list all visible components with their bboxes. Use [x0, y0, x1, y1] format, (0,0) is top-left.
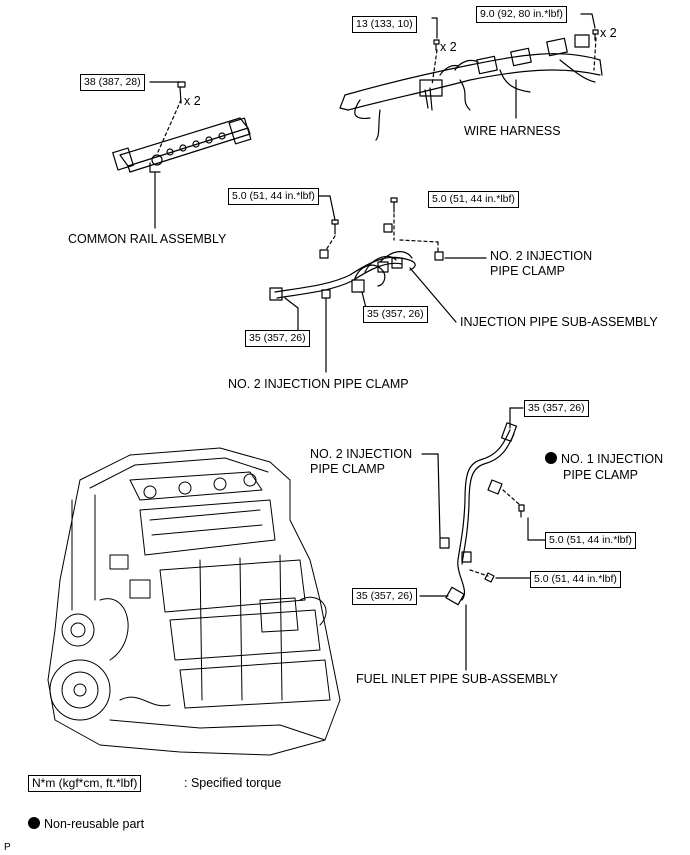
multiplier-wire-harness-a: x 2	[440, 40, 457, 54]
non-reusable-dot-icon	[545, 452, 557, 464]
torque-spec-fuel-inlet-bottom: 35 (357, 26)	[352, 588, 417, 605]
torque-spec-wire-harness-a: 13 (133, 10)	[352, 16, 417, 33]
label-injection-pipe: INJECTION PIPE SUB-ASSEMBLY	[460, 315, 658, 329]
torque-spec-wire-harness-b: 9.0 (92, 80 in.*lbf)	[476, 6, 567, 23]
label-no1-clamp-line2: PIPE CLAMP	[563, 468, 639, 482]
label-no1-clamp-line1: NO. 1 INJECTION	[545, 452, 663, 467]
footer-code: P	[4, 842, 11, 853]
label-no2-clamp-lower: NO. 2 INJECTION PIPE CLAMP	[228, 377, 409, 391]
torque-spec-clamp-bolt-left: 5.0 (51, 44 in.*lbf)	[228, 188, 319, 205]
legend-dot-icon	[28, 817, 40, 829]
torque-spec-fuel-inlet-clamp-2: 5.0 (51, 44 in.*lbf)	[530, 571, 621, 588]
torque-spec-common-rail: 38 (387, 28)	[80, 74, 145, 91]
torque-spec-injection-pipe-mid: 35 (357, 26)	[363, 306, 428, 323]
wire-harness-bolts	[431, 13, 599, 51]
torque-spec-fuel-inlet-clamp-1: 5.0 (51, 44 in.*lbf)	[545, 532, 636, 549]
label-wire-harness: WIRE HARNESS	[464, 124, 561, 138]
wire-harness-drawing	[339, 34, 603, 141]
torque-spec-clamp-bolt-right: 5.0 (51, 44 in.*lbf)	[428, 191, 519, 208]
multiplier-wire-harness-b: x 2	[600, 26, 617, 40]
legend-torque-box: N*m (kgf*cm, ft.*lbf)	[28, 775, 142, 792]
label-no1-clamp-text: NO. 1 INJECTION	[561, 452, 664, 466]
label-no2-clamp-fuel-line1: NO. 2 INJECTION	[310, 447, 413, 461]
label-no2-clamp-upper-line2: PIPE CLAMP	[490, 264, 566, 278]
torque-spec-fuel-inlet-top: 35 (357, 26)	[524, 400, 589, 417]
legend-nonreusable-text: Non-reusable part	[44, 817, 145, 831]
multiplier-common-rail: x 2	[184, 94, 201, 108]
torque-spec-injection-pipe-left: 35 (357, 26)	[245, 330, 310, 347]
label-common-rail: COMMON RAIL ASSEMBLY	[68, 232, 227, 246]
fuel-inlet-pipe-drawing	[419, 407, 546, 671]
label-no2-clamp-upper-line1: NO. 2 INJECTION	[490, 249, 593, 263]
legend-torque-text: : Specified torque	[184, 776, 282, 790]
legend-nonreusable: Non-reusable part	[28, 817, 144, 832]
engine-drawing	[47, 447, 341, 756]
label-fuel-inlet-pipe: FUEL INLET PIPE SUB-ASSEMBLY	[356, 672, 558, 686]
label-no2-clamp-fuel-line2: PIPE CLAMP	[310, 462, 386, 476]
common-rail-drawing	[112, 81, 252, 229]
